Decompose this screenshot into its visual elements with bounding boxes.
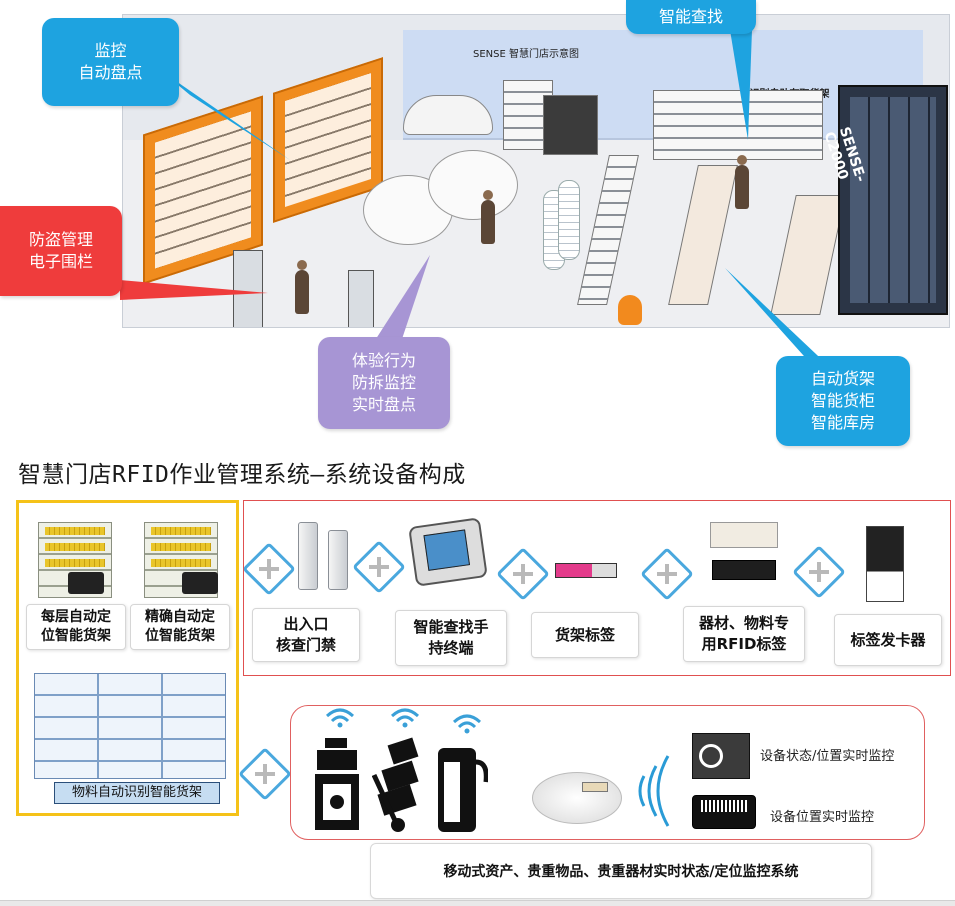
sensor-cable xyxy=(699,744,723,768)
plus-icon xyxy=(238,747,292,801)
entrance-gate-left xyxy=(233,250,263,327)
label-shelf-a: 每层自动定 位智能货架 xyxy=(26,604,126,650)
status-monitor-text: 设备状态/位置实时监控 xyxy=(760,749,895,764)
wifi-icon xyxy=(390,708,420,728)
smart-shelf-group-frame xyxy=(16,500,239,816)
wall-sign-text: SENSE 智慧门店示意图 xyxy=(473,49,579,60)
label-line: 位智能货架 xyxy=(41,628,111,644)
label-gate: 出入口 核查门禁 xyxy=(252,608,360,662)
label-shelf-tag: 货架标签 xyxy=(531,612,639,658)
display-table-2 xyxy=(428,150,518,220)
material-shelf-image xyxy=(34,673,226,779)
label-handheld: 智能查找手 持终端 xyxy=(395,610,507,666)
callout-line: 体验行为 xyxy=(351,351,416,370)
reception-counter xyxy=(403,95,493,135)
callout-line: 智能库房 xyxy=(810,413,875,432)
callout-smart-search: 智能查找 xyxy=(626,0,756,34)
mobile-system-title-panel: 移动式资产、贵重物品、贵重器材实时状态/定位监控系统 xyxy=(370,843,872,899)
device-list-frame xyxy=(243,500,951,676)
label-line: 出入口 xyxy=(283,615,329,633)
label-card-issuer: 标签发卡器 xyxy=(834,614,942,666)
signal-waves-icon xyxy=(638,755,670,827)
label-material-tag: 器材、物料专 用RFID标签 xyxy=(683,606,805,662)
label-line: 每层自动定 xyxy=(41,609,111,625)
pointer-experience xyxy=(372,255,430,345)
shelf-a-reader-icon xyxy=(68,572,104,594)
mobile-system-title: 移动式资产、贵重物品、贵重器材实时状态/定位监控系统 xyxy=(443,864,799,880)
smart-cabinet xyxy=(838,85,948,315)
callout-experience-monitor: 体验行为 防拆监控 实时盘点 xyxy=(318,337,450,429)
label-line: 器材、物料专 xyxy=(698,614,789,632)
hand-truck-icon xyxy=(372,737,419,832)
pointer-monitor xyxy=(160,70,290,160)
section-title: 智慧门店RFID作业管理系统—系统设备构成 xyxy=(18,462,466,488)
wifi-icon xyxy=(325,708,355,728)
label-line: 货架标签 xyxy=(554,625,615,644)
material-tag-white-image xyxy=(710,522,778,548)
callout-monitor-inventory: 监控 自动盘点 xyxy=(42,18,179,106)
label-line: 用RFID标签 xyxy=(701,635,787,653)
gate-reader-image xyxy=(328,530,348,590)
shopper-figure-3 xyxy=(735,155,749,209)
handheld-screen xyxy=(423,529,471,571)
cylinder-asset-icon xyxy=(438,748,488,832)
callout-line: 智能查找 xyxy=(658,7,723,26)
status-sensor-image xyxy=(692,733,750,779)
safe-cart-icon xyxy=(315,738,359,830)
callout-pointers xyxy=(120,30,835,372)
label-line: 位智能货架 xyxy=(145,628,215,644)
callout-line: 电子围栏 xyxy=(28,252,93,271)
shopper-figure-2 xyxy=(481,190,495,244)
label-shelf-b: 精确自动定 位智能货架 xyxy=(130,604,230,650)
shelf-tag-image xyxy=(555,563,617,578)
label-line: 智能查找手 xyxy=(413,618,489,636)
store-scene-illustration: SENSE 智慧门店示意图 SENSE RFID识别自助存取货架 SENSE-C… xyxy=(122,14,950,328)
callout-auto-shelf: 自动货架 智能货柜 智能库房 xyxy=(776,356,910,446)
callout-line: 防盗管理 xyxy=(28,230,93,249)
gate-reader-image xyxy=(298,522,318,590)
callout-line: 自动货架 xyxy=(810,369,875,388)
entrance-gate-right xyxy=(348,270,374,327)
display-pillar-2 xyxy=(558,180,580,260)
callout-line: 防拆监控 xyxy=(351,373,416,392)
handheld-terminal-image xyxy=(408,517,488,587)
service-robot xyxy=(618,295,642,325)
label-line: 精确自动定 xyxy=(145,609,215,625)
shelf-b-reader-icon xyxy=(182,572,218,594)
callout-line: 自动盘点 xyxy=(78,63,143,82)
self-service-shelf xyxy=(653,90,823,160)
pointer-search xyxy=(730,30,752,140)
label-line: 持终端 xyxy=(428,639,474,657)
label-line: 核查门禁 xyxy=(275,636,336,654)
shopper-figure-1 xyxy=(295,260,309,314)
callout-line: 监控 xyxy=(94,41,127,60)
back-cabinet xyxy=(543,95,598,155)
pointer-auto-shelf xyxy=(725,268,835,372)
card-issuer-image xyxy=(866,526,904,602)
gateway-reader-image xyxy=(532,772,622,824)
asset-tag-image xyxy=(582,782,608,792)
callout-line: 智能货柜 xyxy=(810,391,875,410)
callout-line: 实时盘点 xyxy=(351,395,416,414)
mobile-monitoring-frame xyxy=(290,705,925,840)
callout-anti-theft: 防盗管理 电子围栏 xyxy=(0,206,122,296)
bottom-strip xyxy=(0,900,955,906)
position-monitor-text: 设备位置实时监控 xyxy=(770,810,875,825)
label-line: 标签发卡器 xyxy=(850,630,926,649)
wifi-icon xyxy=(452,714,482,734)
barcode xyxy=(701,800,749,812)
position-tag-image xyxy=(692,795,756,829)
material-tag-black-image xyxy=(712,560,776,580)
material-shelf-caption: 物料自动识别智能货架 xyxy=(54,782,220,804)
pointer-anti-theft xyxy=(120,280,268,300)
